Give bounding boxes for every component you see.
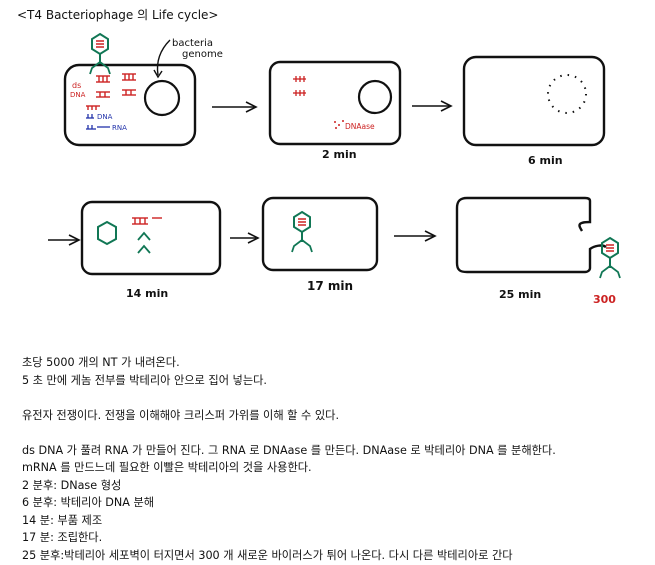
- life-cycle-diagram: bacteria genome ds DNA DNA RNA: [48, 33, 621, 306]
- bacteria-genome-circle: [357, 79, 393, 115]
- rna-text: RNA: [112, 124, 127, 132]
- genome-pointer-arrow: [156, 39, 171, 76]
- genome-label: genome: [182, 49, 223, 60]
- arrow-5: [394, 230, 437, 242]
- ds-label: ds: [72, 81, 81, 90]
- dna-text: DNA: [97, 113, 113, 121]
- panel-initial-infection: bacteria genome ds DNA DNA RNA: [63, 33, 223, 147]
- time-label-14min: 14 min: [126, 287, 168, 300]
- panel-17-min: 17 min: [261, 196, 379, 293]
- bacteria-cell: [80, 200, 222, 276]
- phage-tail-part: [137, 231, 151, 241]
- arrow-3: [48, 234, 81, 246]
- assembled-phage-icon: [291, 211, 313, 253]
- note-line: ds DNA 가 풀려 RNA 가 만들어 진다. 그 RNA 로 DNAase…: [22, 443, 556, 457]
- degraded-genome: [547, 74, 587, 114]
- note-line: 5 초 만에 게놈 전부를 박테리아 안으로 집어 넣는다.: [22, 373, 267, 387]
- bacteria-cell: [268, 60, 402, 146]
- phage-icon: [89, 33, 111, 75]
- note-line: 6 분후: 박테리아 DNA 분해: [22, 496, 155, 509]
- new-virus-count: 300: [593, 293, 616, 306]
- phage-tail-part: [137, 244, 151, 254]
- note-line: 초당 5000 개의 NT 가 내려온다.: [22, 356, 180, 369]
- arrow-1: [212, 101, 258, 113]
- panel-2-min: DNAase 2 min: [268, 60, 402, 161]
- note-line: 17 분: 조립한다.: [22, 531, 103, 544]
- note-line: mRNA 를 만드느데 필요한 이빨은 박테리아의 것을 사용한다.: [22, 461, 312, 474]
- notes-text: 초당 5000 개의 NT 가 내려온다. 5 초 만에 게놈 전부를 박테리아…: [22, 354, 647, 564]
- bacteria-genome-circle: [143, 79, 181, 117]
- burst-bacteria-cell: [455, 196, 607, 274]
- time-label-6min: 6 min: [528, 154, 563, 167]
- phage-head-part: [97, 220, 117, 246]
- time-label-25min: 25 min: [499, 288, 541, 301]
- bacteria-cell: [462, 55, 606, 147]
- note-line: 유전자 전쟁이다. 전쟁을 이해해야 크리스퍼 가위를 이해 할 수 있다.: [22, 408, 340, 422]
- note-line: 25 분후:박테리아 세포벽이 터지면서 300 개 새로운 바이러스가 튀어 …: [22, 548, 513, 562]
- panel-6-min: 6 min: [462, 55, 606, 167]
- page-title: <T4 Bacteriophage 의 Life cycle>: [17, 8, 219, 22]
- panel-25-min: 25 min 300: [455, 196, 621, 306]
- red-dna-fragments: [86, 73, 136, 110]
- released-phage-icon: [599, 237, 621, 279]
- bacteria-label: bacteria: [172, 38, 213, 49]
- note-line: 14 분: 부품 제조: [22, 513, 103, 527]
- time-label-17min: 17 min: [307, 279, 353, 293]
- dnaase-label: DNAase: [345, 122, 375, 131]
- arrow-2: [412, 100, 453, 112]
- arrow-4: [230, 232, 260, 244]
- dna-label: DNA: [70, 91, 86, 99]
- bacteria-cell: [261, 196, 379, 272]
- panel-14-min: 14 min: [80, 200, 222, 300]
- note-line: 2 분후: DNase 형성: [22, 478, 122, 492]
- time-label-2min: 2 min: [322, 148, 357, 161]
- bacteria-cell: [63, 63, 197, 147]
